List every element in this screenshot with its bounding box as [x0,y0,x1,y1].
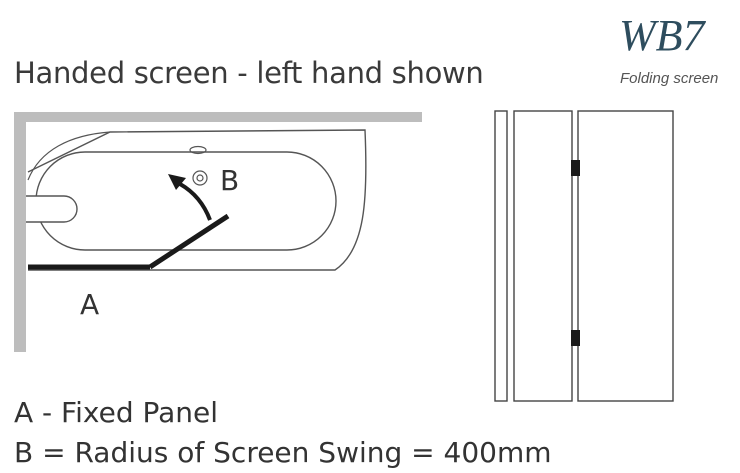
product-subtitle: Folding screen [620,70,719,87]
label-a: A [80,288,100,321]
wall [14,112,422,352]
brand-logo: WB7 [619,11,705,60]
hinge-bottom [571,330,580,346]
drain-icon [192,170,208,186]
legend-fixed-panel: A - Fixed Panel [14,396,219,429]
hinge-top [571,160,580,176]
overflow [189,145,207,155]
tap-spout [26,195,78,223]
bath-outer-curve [27,131,111,181]
bath-basin [35,151,337,251]
legend-swing-radius: B = Radius of Screen Swing = 400mm [14,436,552,469]
page-title: Handed screen - left hand shown [14,56,484,90]
label-b: B [220,164,240,197]
bath-outer [27,129,367,271]
swing-arrow-icon [168,174,212,221]
elevation-view [494,110,674,402]
folding-panel [148,213,230,270]
